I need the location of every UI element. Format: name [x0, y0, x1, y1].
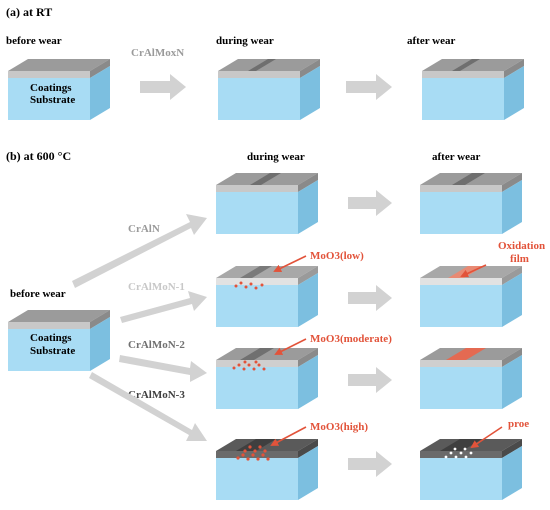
row4-after-block	[420, 439, 522, 500]
rt-during-wear-label: during wear	[216, 35, 274, 47]
rt-arrow-2	[346, 74, 392, 100]
rt-after-block	[422, 59, 524, 120]
hot-before-wear-label: before wear	[10, 288, 66, 300]
rt-before-block	[8, 59, 110, 120]
moo3-high-label: MoO3(high)	[310, 421, 368, 433]
rt-coatings-label: Coatings	[30, 82, 72, 94]
moo3-moderate-arrow	[274, 338, 307, 355]
hot-before-block	[8, 310, 110, 371]
hot-substrate-label: Substrate	[30, 345, 75, 357]
row4-moo3-dots	[236, 445, 270, 461]
row1-during-block	[216, 173, 318, 234]
row1-arrow	[348, 190, 392, 216]
rt-material-label: CrAlMoxN	[131, 47, 184, 59]
rt-before-wear-label: before wear	[6, 35, 62, 47]
moo3-high-arrow	[270, 426, 307, 446]
row3-moo3-dots	[232, 360, 266, 371]
row1-after-block	[420, 173, 522, 234]
moo3-low-arrow	[273, 255, 307, 272]
row3-arrow	[348, 367, 392, 393]
row2-after-block	[420, 266, 522, 327]
row2-arrow	[348, 285, 392, 311]
hot-coatings-label: Coatings	[30, 332, 72, 344]
row4-during-block	[216, 439, 318, 500]
row2-during-block	[216, 266, 318, 327]
rt-during-block	[218, 59, 320, 120]
material-cralmon-1: CrAlMoN-1	[128, 281, 185, 293]
row3-after-block	[420, 348, 522, 409]
row2-moo3-dots	[234, 281, 264, 290]
rt-substrate-label: Substrate	[30, 94, 75, 106]
section-b-heading: (b) at 600 °C	[6, 149, 71, 163]
fan-arrow-cralN	[72, 214, 207, 288]
material-cralmon-3: CrAlMoN-3	[128, 389, 185, 401]
oxidation-film-label-1: Oxidation	[498, 240, 545, 252]
row4-pore-dots	[444, 447, 473, 459]
material-cralmon-2: CrAlMoN-2	[128, 339, 185, 351]
fan-arrow-cralmon-1	[120, 291, 207, 323]
rt-after-wear-label: after wear	[407, 35, 455, 47]
fan-arrow-cralmon-2	[119, 355, 207, 382]
moo3-low-label: MoO3(low)	[310, 250, 364, 262]
moo3-moderate-label: MoO3(moderate)	[310, 333, 392, 345]
fan-arrow-cralmon-3	[89, 372, 207, 441]
row3-during-block	[216, 348, 318, 409]
hot-after-wear-label: after wear	[432, 151, 480, 163]
oxidation-film-arrow	[460, 264, 487, 278]
pore-arrow	[470, 426, 503, 449]
pore-label: proe	[508, 418, 529, 430]
hot-during-wear-label: during wear	[247, 151, 305, 163]
row4-arrow	[348, 451, 392, 477]
section-a-heading: (a) at RT	[6, 5, 52, 19]
material-cralmon-0: CrAlN	[128, 223, 160, 235]
rt-arrow-1	[140, 74, 186, 100]
oxidation-film-label-2: film	[510, 253, 529, 265]
